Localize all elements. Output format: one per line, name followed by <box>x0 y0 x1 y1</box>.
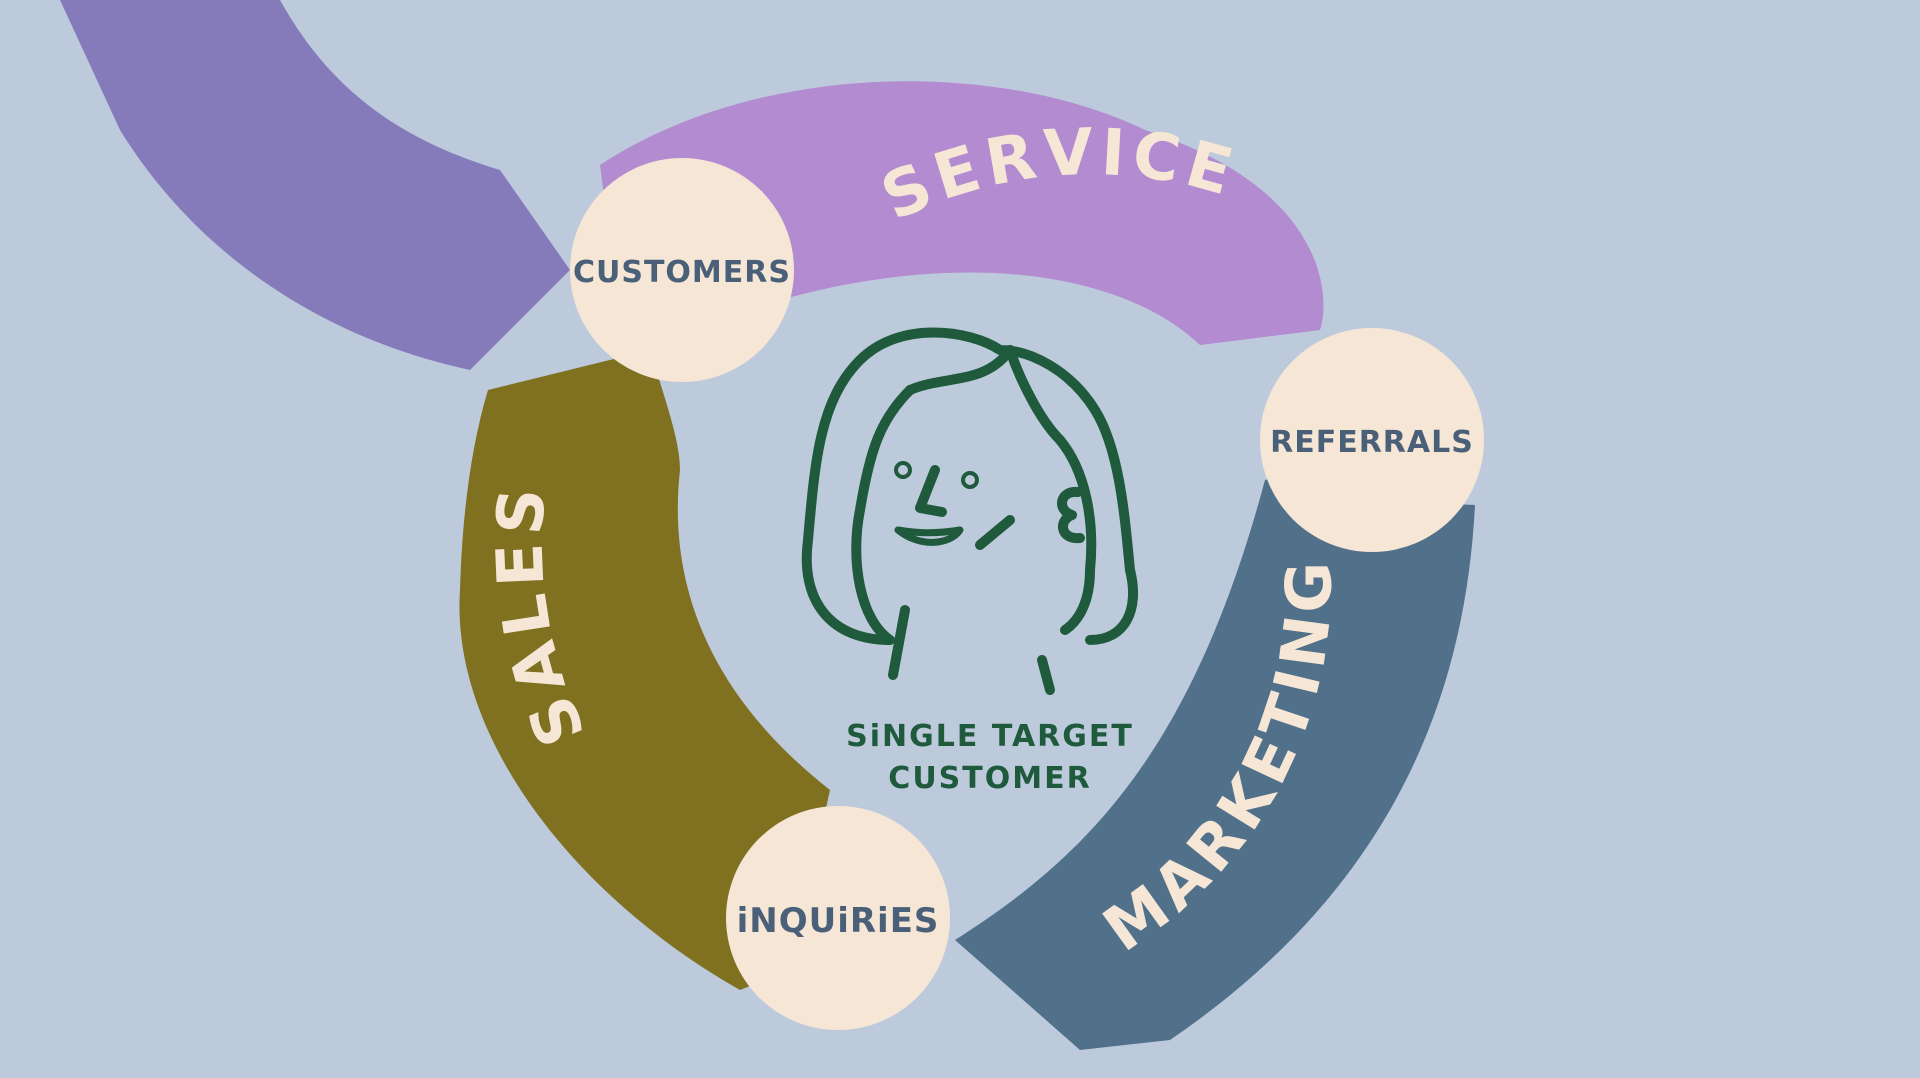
center-caption-line2: CUSTOMER <box>888 761 1091 796</box>
customers-label: CUSTOMERS <box>573 255 791 290</box>
inquiries-label: iNQUiRiES <box>737 901 940 941</box>
node-inquiries: iNQUiRiES <box>726 806 950 1030</box>
center-caption-line1: SiNGLE TARGET <box>846 719 1134 754</box>
flow-tail-band <box>60 0 570 370</box>
woman-face-icon <box>801 327 1139 695</box>
marketing-band <box>955 476 1475 1050</box>
node-referrals: REFERRALS <box>1260 328 1484 552</box>
referrals-label: REFERRALS <box>1270 425 1474 460</box>
node-customers: CUSTOMERS <box>570 158 794 382</box>
sales-band <box>459 350 830 990</box>
